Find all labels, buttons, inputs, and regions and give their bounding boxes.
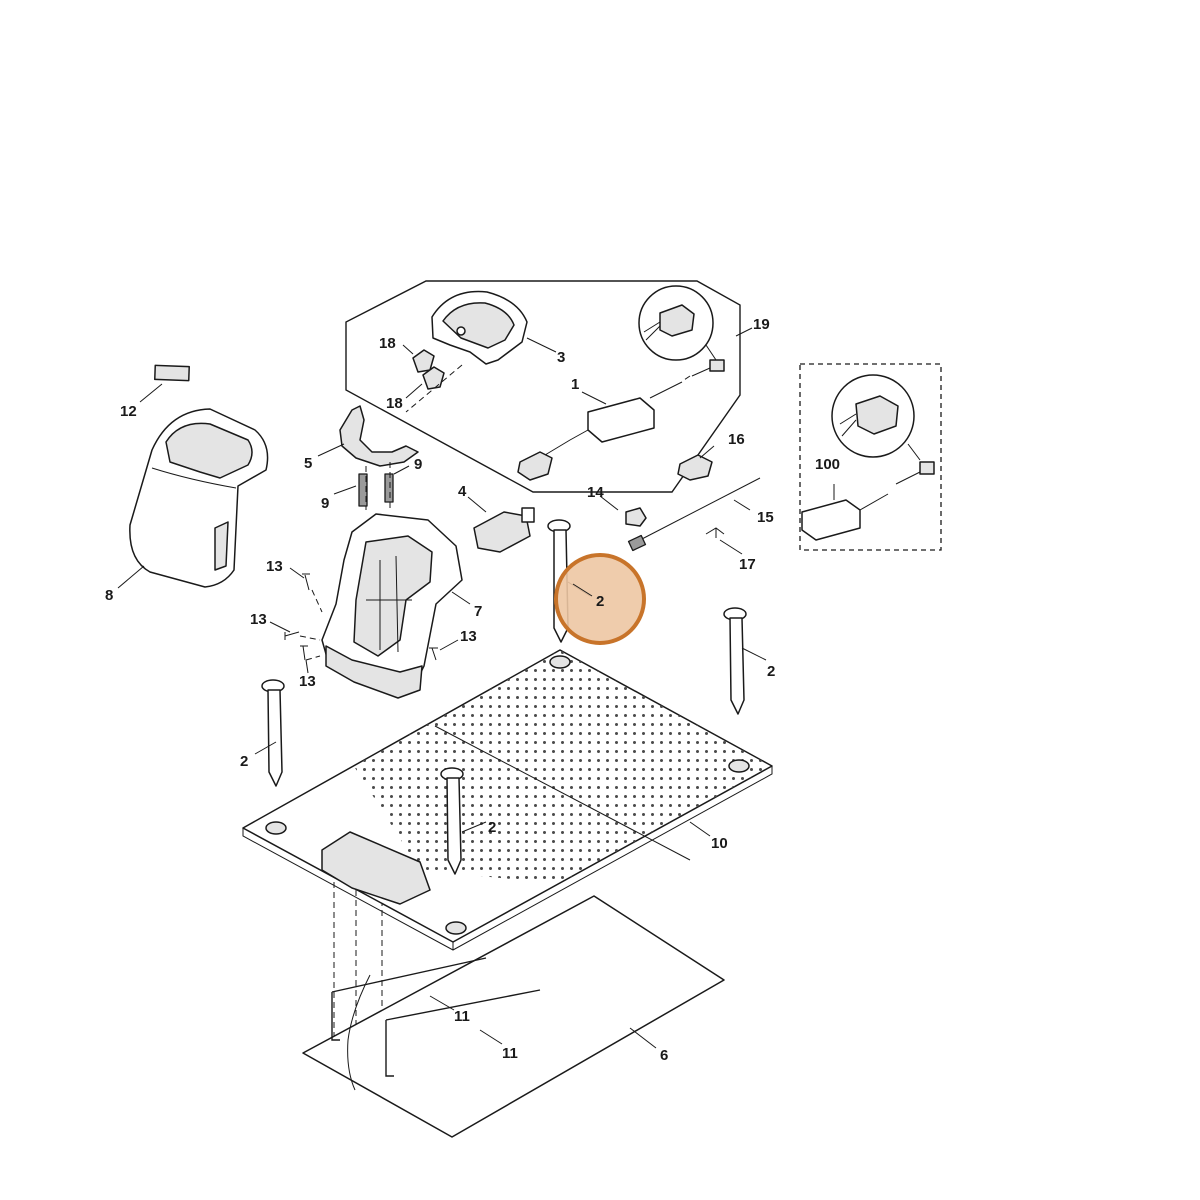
wire-peg-parts xyxy=(331,957,541,1077)
callout-2-right[interactable]: 2 xyxy=(767,663,775,680)
callout-13-top[interactable]: 13 xyxy=(266,558,283,575)
callout-17[interactable]: 17 xyxy=(739,556,756,573)
callout-18-upper[interactable]: 18 xyxy=(379,335,396,352)
callout-4[interactable]: 4 xyxy=(458,483,467,500)
callout-5[interactable]: 5 xyxy=(304,455,312,472)
callout-2-highlight[interactable]: 2 xyxy=(596,593,604,610)
power-supply-part xyxy=(517,381,683,481)
screw-parts xyxy=(284,573,438,661)
station-connector-part xyxy=(473,507,535,553)
leader-lines xyxy=(117,327,835,1049)
callout-12[interactable]: 12 xyxy=(120,403,137,420)
callout-13-bottom[interactable]: 13 xyxy=(299,673,316,690)
part14-shape xyxy=(625,507,647,527)
callout-14[interactable]: 14 xyxy=(587,484,604,501)
callout-11-lower[interactable]: 11 xyxy=(502,1045,518,1062)
callout-6[interactable]: 6 xyxy=(660,1047,668,1064)
station-base-part xyxy=(321,513,463,699)
callout-8[interactable]: 8 xyxy=(105,587,113,604)
callout-3[interactable]: 3 xyxy=(557,349,565,366)
highlight-circle[interactable] xyxy=(554,553,646,645)
contact-plate-part xyxy=(339,405,419,467)
alt-power-supply-part xyxy=(801,374,935,541)
callout-11-upper[interactable]: 11 xyxy=(454,1008,470,1025)
callout-15[interactable]: 15 xyxy=(757,509,774,526)
hood-part xyxy=(129,408,269,588)
highlight-leader xyxy=(572,583,593,597)
callout-2-left[interactable]: 2 xyxy=(240,753,248,770)
callout-7[interactable]: 7 xyxy=(474,603,482,620)
callout-2-center[interactable]: 2 xyxy=(488,819,496,836)
cover-frame-part xyxy=(431,290,528,365)
callout-13-right[interactable]: 13 xyxy=(460,628,477,645)
callout-9-left[interactable]: 9 xyxy=(321,495,329,512)
part16-shape xyxy=(677,454,713,481)
kit-outline-box xyxy=(345,280,741,493)
callout-9-right[interactable]: 9 xyxy=(414,456,422,473)
callout-10[interactable]: 10 xyxy=(711,835,728,852)
ground-sheet-part xyxy=(302,895,725,1138)
callout-100[interactable]: 100 xyxy=(815,456,840,473)
callout-1[interactable]: 1 xyxy=(571,376,579,393)
part15-cable xyxy=(639,477,761,541)
part17-clip xyxy=(705,527,725,538)
callout-16[interactable]: 16 xyxy=(728,431,745,448)
callout-18-lower[interactable]: 18 xyxy=(386,395,403,412)
callout-13-mid[interactable]: 13 xyxy=(250,611,267,628)
small-parts-group xyxy=(625,454,761,552)
connector-detail-part xyxy=(638,285,725,381)
callout-19[interactable]: 19 xyxy=(753,316,770,333)
spring-parts xyxy=(358,473,394,507)
callout-labels: 2 1 3 18 18 19 12 5 9 9 4 8 13 13 13 13 … xyxy=(105,316,840,1064)
optional-kit-box xyxy=(799,363,942,551)
label-part xyxy=(154,364,190,382)
cap-parts xyxy=(412,349,445,390)
base-plate-part xyxy=(242,649,773,951)
